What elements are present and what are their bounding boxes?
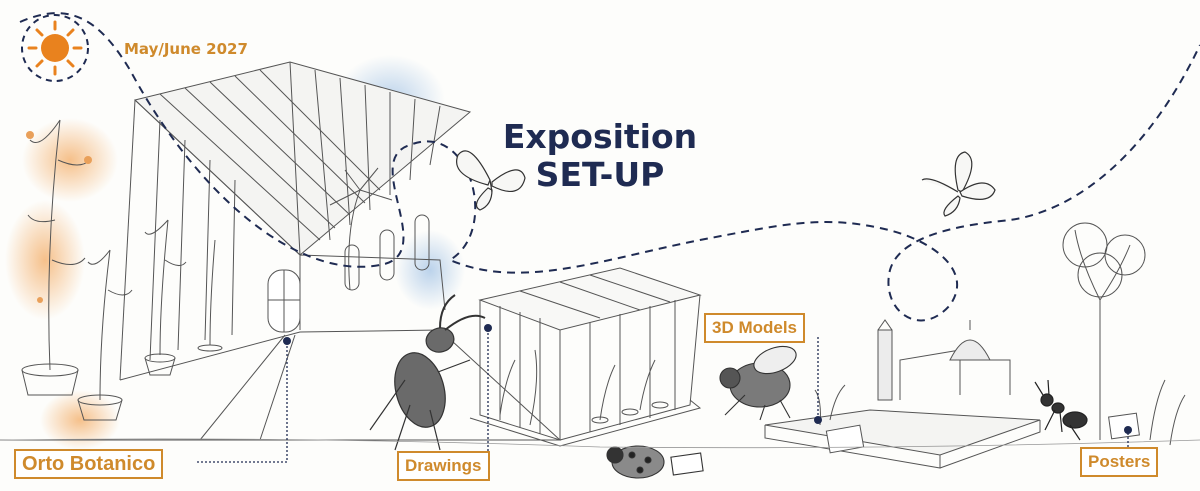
event-date: May/June 2027: [124, 40, 248, 58]
sun-icon: [21, 14, 89, 82]
butterfly-icon: [456, 150, 526, 211]
city-model: [764, 319, 1041, 469]
label-orto-botanico: Orto Botanico: [14, 449, 164, 479]
dashed-trail: [19, 12, 1200, 322]
potted-plants: [21, 119, 393, 421]
conservatory: [0, 61, 562, 441]
bee-icon: [719, 345, 797, 421]
tree-right: [1062, 222, 1186, 446]
butterfly-icon: [921, 151, 996, 217]
ground-line: [0, 438, 1200, 449]
ladybug-icon: [606, 445, 704, 479]
leader-lines: [197, 330, 1129, 463]
ant-icon: [1034, 379, 1088, 441]
title-line-2: SET-UP: [535, 155, 665, 194]
beetle-icon: [369, 294, 486, 451]
glass-greenhouse: [469, 267, 702, 447]
page-title: Exposition SET-UP: [500, 118, 700, 194]
title-line-1: Exposition: [502, 117, 698, 156]
label-posters: Posters: [1080, 447, 1159, 477]
leader-dots: [283, 324, 1132, 434]
label-3d-models: 3D Models: [704, 313, 806, 343]
label-drawings: Drawings: [397, 451, 490, 481]
